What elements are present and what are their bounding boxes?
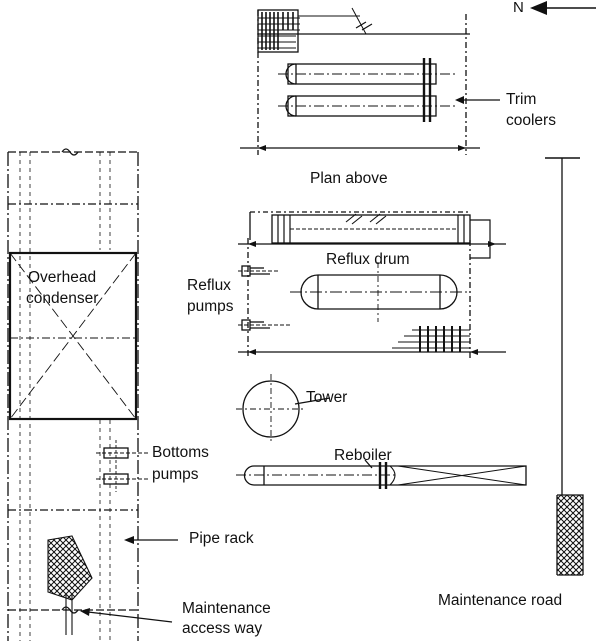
overhead-condenser-label-line2: condenser (26, 290, 99, 307)
overhead-condenser-label-line1: Overhead (28, 269, 97, 286)
plan-above-label: Plan above (310, 170, 388, 187)
tower (236, 374, 331, 444)
rack-break-top (61, 148, 79, 156)
pipe-rack-left (7, 148, 139, 641)
reflux-pump-2 (238, 319, 290, 331)
reflux-drum-vessel (290, 262, 470, 322)
trim-cooler-2 (278, 90, 456, 122)
trim-coolers-label-line1: Trim (506, 91, 537, 108)
maintenance-road (545, 157, 584, 576)
bottoms-pumps-label-line1: Bottoms (152, 444, 209, 461)
maintenance-access-way-label-line1: Maintenance (182, 600, 271, 617)
plan-above-block (240, 7, 500, 155)
reboiler-label: Reboiler (334, 447, 392, 464)
trim-coolers-label-line2: coolers (506, 112, 556, 129)
access-way-leader (80, 608, 173, 623)
reflux-pipe-stack (392, 326, 470, 352)
reflux-area (238, 211, 506, 358)
overhead-condenser (8, 251, 138, 421)
trim-cooler-1 (278, 58, 456, 90)
north-label: N (513, 0, 524, 16)
maintenance-access-way-label-line2: access way (182, 620, 263, 637)
bottoms-pump-1 (96, 440, 148, 466)
access-way-hatch (47, 535, 93, 601)
north-arrow-icon (530, 1, 596, 15)
bottoms-pump-2 (96, 466, 148, 492)
pipe-rack-leader (124, 536, 178, 544)
reflux-pump-1 (238, 265, 280, 277)
pipe-rack-label: Pipe rack (189, 530, 254, 547)
reflux-drum-label: Reflux drum (326, 251, 410, 268)
plan-above-break-mark (355, 21, 373, 31)
plan-above-header-block (257, 9, 360, 53)
reboiler-leader (364, 459, 373, 469)
rack-break-bottom (61, 606, 79, 614)
tower-label: Tower (306, 389, 348, 406)
tower-leader (294, 397, 331, 405)
reflux-pumps-label-line2: pumps (187, 298, 234, 315)
reflux-pumps-label-line1: Reflux (187, 277, 231, 294)
reflux-overhead-lines (271, 214, 491, 259)
bottoms-pumps-label-line2: pumps (152, 466, 199, 483)
maintenance-road-label: Maintenance road (438, 592, 563, 609)
reboiler (236, 459, 527, 489)
